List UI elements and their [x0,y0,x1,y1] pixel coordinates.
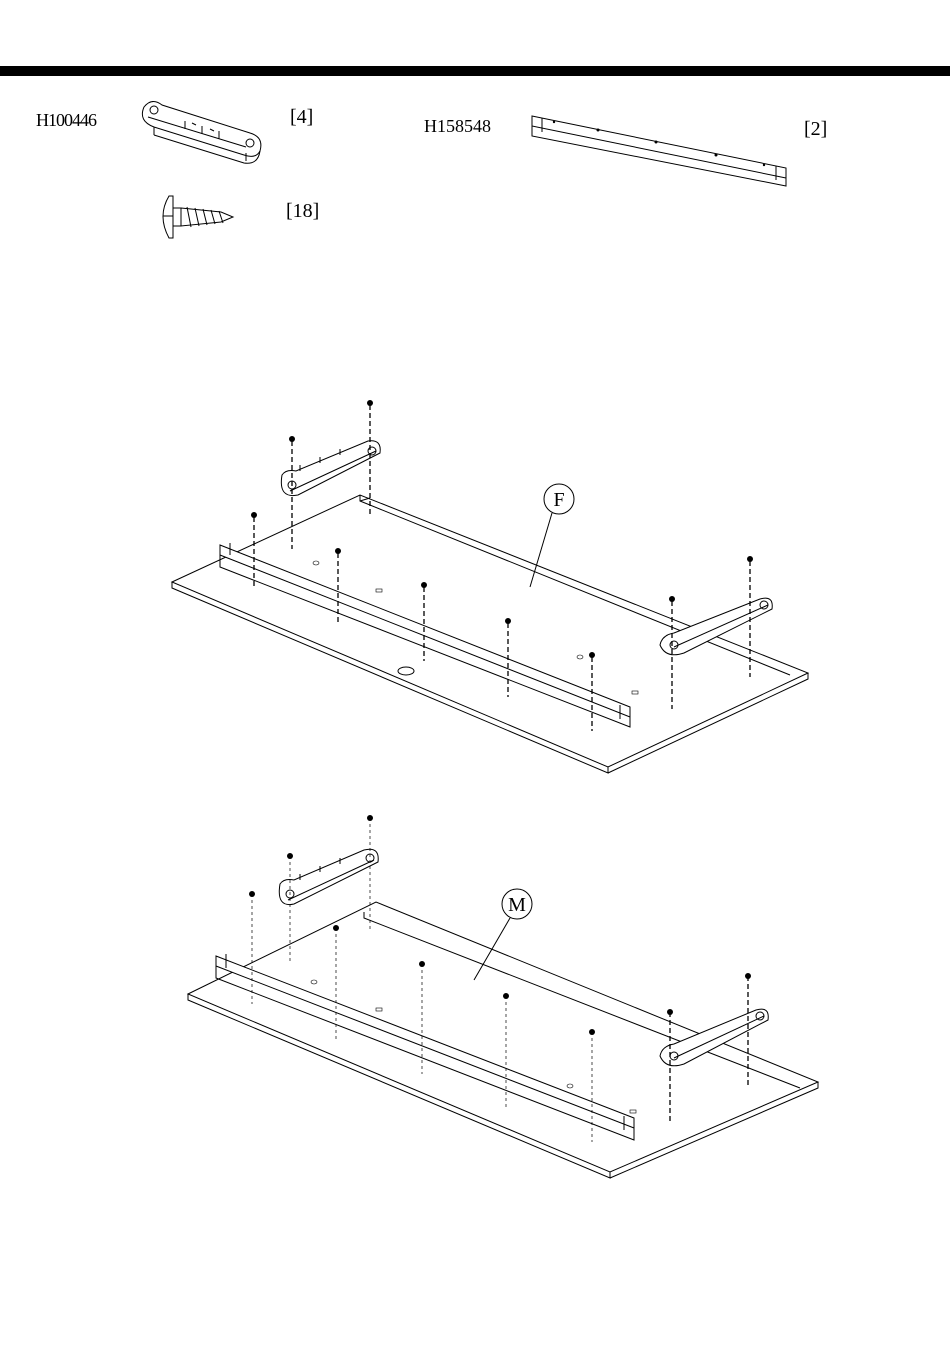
rail-part-qty: [2] [804,118,827,141]
screw-part-qty: [18] [286,200,319,223]
rail-part-icon [528,110,793,190]
screw-part-icon [155,192,240,242]
bracket-part-code: H100446 [36,110,96,131]
panel-illustration: F [160,395,820,785]
bracket-part-icon [130,95,270,170]
panel-label-f: F [553,489,564,511]
bracket-part-qty: [4] [290,106,313,129]
panel-illustration: M [180,812,820,1192]
header-bar [0,66,950,76]
rail-part-code: H158548 [424,116,491,137]
panel-label-m: M [508,894,526,916]
